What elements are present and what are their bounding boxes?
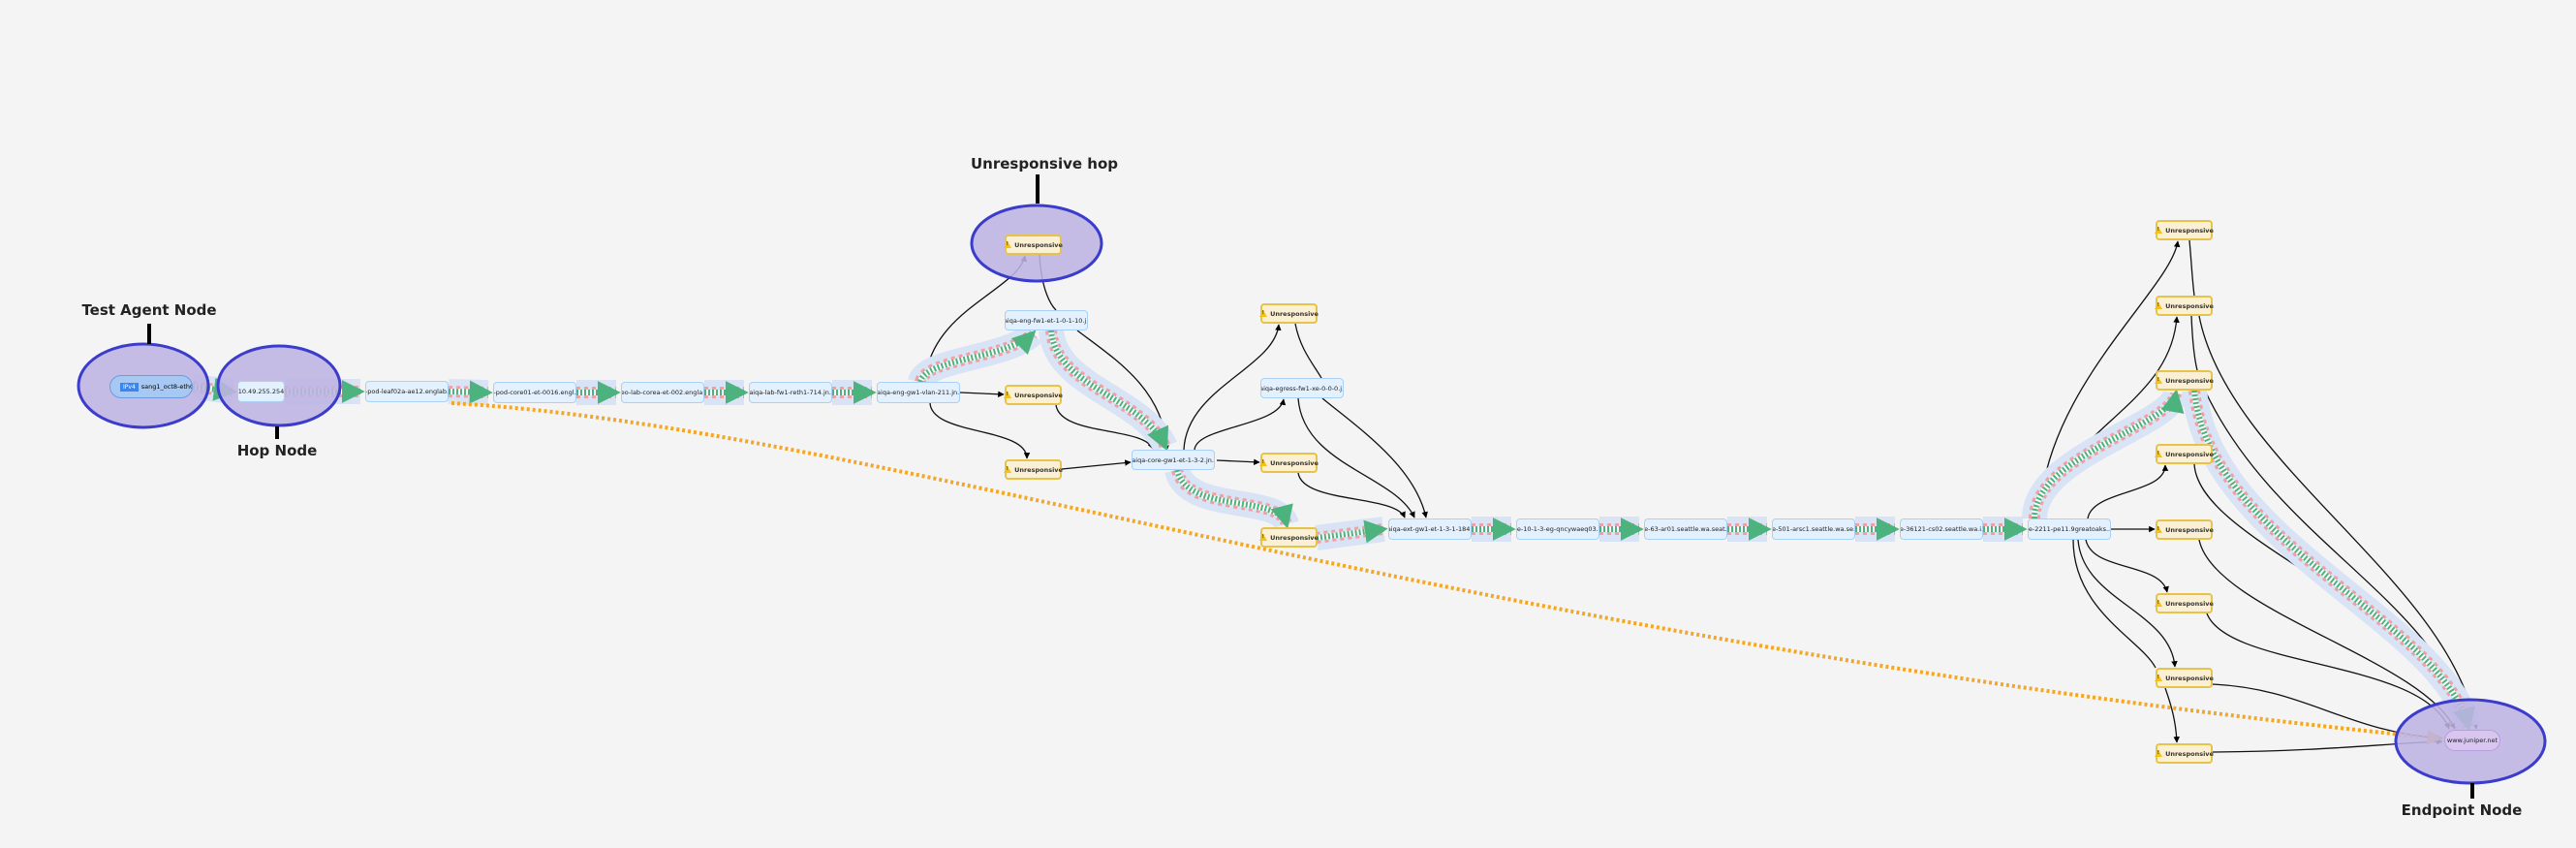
unresponsive-label: Unresponsive [1014,240,1063,249]
hop-node[interactable]: saiqa-ext-gw1-et-1-3-1-184... [1388,518,1472,540]
hop-node[interactable]: saiqa-core-gw1-et-1-3-2.jn... [1132,450,1215,470]
edge [1194,398,1287,451]
edge [2085,539,2169,593]
unresponsive-label: Unresponsive [2165,674,2214,682]
edge [1061,459,1132,470]
unresponsive-label: Unresponsive [1014,391,1063,399]
unresponsive-label: Unresponsive [2165,450,2214,458]
warning-icon [2155,675,2163,681]
warning-icon [2155,750,2163,757]
endpoint-node-label: Endpoint Node [2401,801,2523,819]
edge [1297,472,1406,518]
agent-label: sang1_oct8-eth0 [140,383,193,391]
hop-node[interactable]: geo-lab-corea-et-002.engla... [621,382,704,403]
highlighted-path-segment [2191,390,2475,732]
warning-icon [2155,600,2163,607]
edge [2077,539,2178,668]
edge [1297,397,1415,518]
warning-icon [2155,526,2163,533]
hop-node[interactable]: q-pod-core01-et-0016.engl... [493,382,576,403]
warning-icon [2155,377,2163,384]
unresponsive-node[interactable]: Unresponsive [2155,296,2214,316]
hop-node[interactable]: ae-63-ar01.seattle.wa.seat... [1644,518,1727,540]
warning-icon [1259,534,1268,541]
unresponsive-node[interactable]: Unresponsive [1004,459,1063,480]
edge [1055,404,1154,450]
edge [1216,458,1260,465]
edge [929,401,1031,459]
unresponsive-node[interactable]: Unresponsive [1259,303,1319,324]
highlighted-path-segment [1316,519,1388,544]
edge [2072,539,2157,669]
warning-icon [1259,459,1268,466]
hop-node[interactable]: saiqa-egress-fw1-xe-0-0-0.j... [1260,378,1344,398]
hop-node[interactable]: xe-10-1-3-eg-qncywaeq03... [1516,518,1599,540]
hop-node[interactable]: saiqa-lab-fw1-reth1-714.jn... [749,382,832,403]
unresponsive-label: Unresponsive [2165,301,2214,310]
unresponsive-node[interactable]: Unresponsive [2155,370,2214,391]
edge [2198,315,2479,730]
hop-node[interactable]: be-2211-pe11.9greatoaks.... [2028,518,2111,540]
highlighted-path-segment [1048,330,1169,452]
hop-node[interactable]: q-pod-leaf02a-ae12.englab... [365,381,449,402]
hop-node[interactable]: saiqa-eng-fw1-et-1-0-1-10.j... [1005,310,1088,330]
hop-node[interactable]: 10.49.255.254 [237,381,285,402]
highlighted-path-segment [917,330,1037,384]
unresponsive-node[interactable]: Unresponsive [1259,527,1319,548]
hop-node[interactable]: be-501-arsc1.seattle.wa.se... [1772,518,1855,540]
direct-path-line [450,401,2443,745]
highlighted-path-segment [448,380,493,404]
unresponsive-node[interactable]: Unresponsive [2155,668,2214,688]
unresponsive-node[interactable]: Unresponsive [1004,385,1063,405]
unresponsive-node[interactable]: Unresponsive [2155,519,2214,540]
edge [1321,397,1428,518]
warning-icon [2155,302,2163,309]
unresponsive-label: Unresponsive [2165,376,2214,385]
edge [2087,464,2169,519]
unresponsive-node[interactable]: Unresponsive [2155,220,2214,240]
highlighted-path [191,323,2481,732]
edge [1294,323,1322,379]
warning-icon [1004,392,1012,398]
unresponsive-label: Unresponsive [1270,533,1319,542]
unresponsive-label: Unresponsive [2165,749,2214,758]
edge [959,391,1005,397]
hop-node[interactable]: saiqa-eng-gw1-vlan-211.jn... [877,382,960,403]
warning-icon [2155,227,2163,234]
warning-icon [1259,310,1268,317]
unresponsive-label: Unresponsive [2165,525,2214,534]
highlighted-path-segment [1174,469,1293,529]
endpoint-node[interactable]: www.juniper.net [2444,730,2500,751]
unresponsive-label: Unresponsive [1270,458,1319,467]
unresponsive-node[interactable]: Unresponsive [2155,593,2214,613]
unresponsive-node[interactable]: Unresponsive [1004,235,1063,255]
unresponsive-label: Unresponsive [2165,599,2214,608]
edge [2164,687,2180,743]
edge [1183,324,1282,451]
edge [2190,315,2198,371]
test-agent-node-label: Test Agent Node [81,301,217,319]
warning-icon [1004,241,1012,248]
ipv4-badge: IPv4 [120,382,139,392]
edge [2188,239,2195,297]
highlighted-path-segment [192,377,237,401]
test-agent-node[interactable]: IPv4 sang1_oct8-eth0 [109,375,193,398]
highlighted-path-segment [2182,389,2481,731]
edge [2198,539,2456,730]
unresponsive-node[interactable]: Unresponsive [2155,743,2214,764]
unresponsive-label: Unresponsive [2165,226,2214,235]
warning-icon [1004,466,1012,473]
hop-node-label: Hop Node [236,442,318,459]
unresponsive-label: Unresponsive [1014,465,1063,474]
hop-node[interactable]: be-36121-cs02.seattle.wa.i... [1900,518,1983,540]
unresponsive-hop-label: Unresponsive hop [970,155,1119,173]
unresponsive-node[interactable]: Unresponsive [2155,444,2214,464]
highlighted-path-segment [2032,389,2185,519]
unresponsive-node[interactable]: Unresponsive [1259,453,1319,473]
unresponsive-label: Unresponsive [1270,309,1319,318]
warning-icon [2155,451,2163,457]
